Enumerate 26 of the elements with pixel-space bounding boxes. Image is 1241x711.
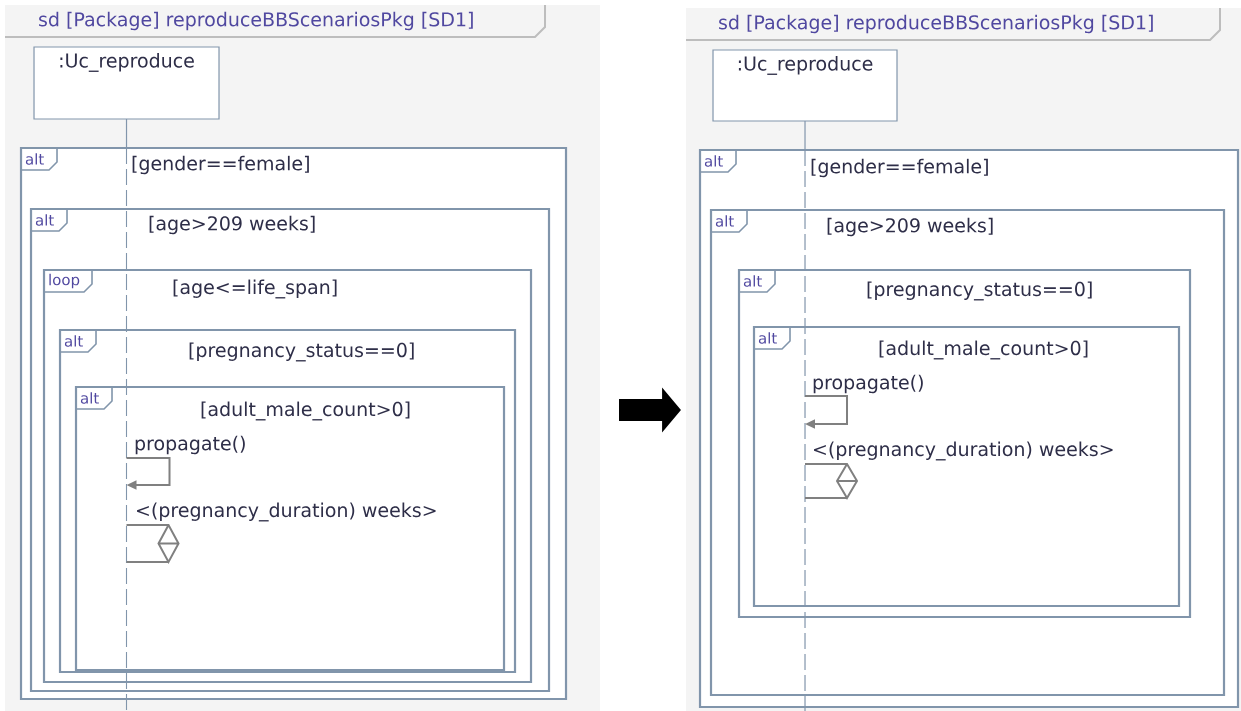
frame-heading: sd [Package] reproduceBBScenariosPkg [SD1]	[719, 14, 1153, 34]
operator-tag: alt	[20, 147, 58, 171]
message-label: <(pregnancy_duration) weeks>	[811, 440, 1116, 462]
operator-tag: loop	[43, 269, 93, 293]
guard-condition: [adult_male_count>0]	[201, 401, 410, 421]
operator-tag: alt	[75, 386, 113, 410]
guard-condition: [age>209 weeks]	[827, 217, 993, 237]
operator-tag: alt	[699, 149, 737, 173]
message-label: propagate()	[811, 373, 926, 395]
message-label: <(pregnancy_duration) weeks>	[134, 501, 439, 523]
guard-condition: [adult_male_count>0]	[879, 340, 1088, 360]
operator-tag: alt	[738, 269, 776, 293]
operator-tag: alt	[59, 329, 97, 353]
operator-tag: alt	[710, 209, 748, 233]
frame-heading: sd [Package] reproduceBBScenariosPkg [SD1]	[39, 11, 473, 31]
operator-tag: alt	[30, 208, 68, 232]
guard-condition: [age>209 weeks]	[149, 215, 315, 235]
guard-condition: [gender==female]	[811, 158, 988, 178]
guard-condition: [age<=life_span]	[173, 279, 337, 299]
message-label: propagate()	[133, 434, 248, 456]
guard-condition: [gender==female]	[132, 155, 309, 175]
lifeline-head-box: :Uc_reproduce	[712, 49, 898, 122]
operator-tag: alt	[753, 326, 791, 350]
guard-condition: [pregnancy_status==0]	[867, 281, 1092, 301]
lifeline-head-box: :Uc_reproduce	[33, 46, 220, 120]
guard-condition: [pregnancy_status==0]	[189, 342, 414, 362]
